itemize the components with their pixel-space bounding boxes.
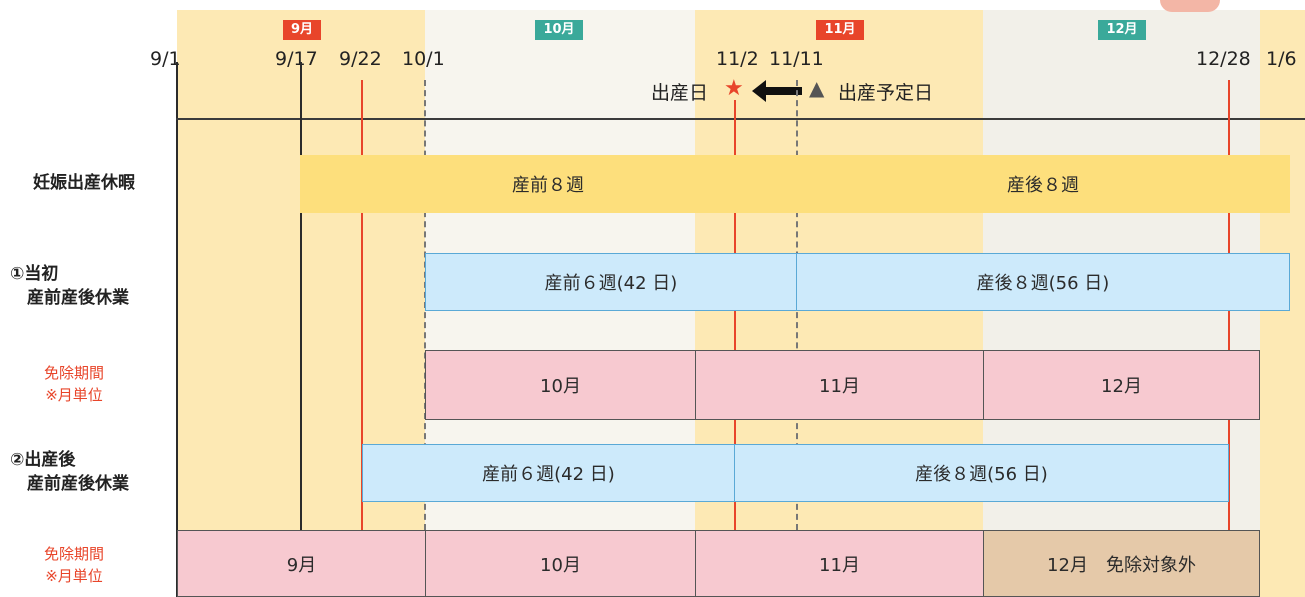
date-label: 10/1 (402, 48, 445, 70)
month-badge-december: 12月 (1098, 20, 1146, 40)
row-label-line: ※月単位 (45, 567, 103, 585)
maternity-pre-bar: 産前８週 (300, 155, 796, 213)
row-label-postbirth-leave: ②出産後 産前産後休業 (10, 448, 129, 496)
date-label: 11/11 (769, 48, 824, 70)
line-11-2 (734, 100, 736, 530)
exemption-2-month: 11月 (695, 530, 984, 597)
exemption-1-month: 11月 (695, 350, 984, 420)
initial-pre-bar: 産前６週(42 日) (425, 253, 797, 311)
row-label-maternity-leave: 妊娠出産休暇 (33, 173, 135, 193)
month-badge-september: 9月 (283, 20, 321, 40)
initial-post-bar: 産後８週(56 日) (796, 253, 1290, 311)
date-label: 11/2 (716, 48, 759, 70)
row-label-line: ①当初 (10, 264, 59, 284)
row-label-exemption-2: 免除期間 ※月単位 (44, 543, 104, 587)
postbirth-post-bar: 産後８週(56 日) (734, 444, 1229, 502)
triangle-icon: ▲ (809, 76, 825, 100)
month-badge-october: 10月 (535, 20, 583, 40)
row-label-line: 免除期間 (44, 364, 105, 382)
line-9-17 (300, 62, 302, 532)
header-rule (176, 118, 1305, 120)
exemption-1-month: 12月 (983, 350, 1260, 420)
date-label: 9/22 (339, 48, 382, 70)
due-date-label: 出産予定日 (838, 82, 934, 104)
date-label: 12/28 (1196, 48, 1251, 70)
maternity-post-bar: 産後８週 (796, 155, 1290, 213)
row-label-line: 産前産後休業 (10, 474, 129, 494)
exemption-2-excluded: 12月 免除対象外 (983, 530, 1260, 597)
exemption-1-month: 10月 (425, 350, 696, 420)
postbirth-pre-bar: 産前６週(42 日) (362, 444, 735, 502)
date-label: 1/6 (1266, 48, 1297, 70)
row-label-line: 免除期間 (44, 545, 105, 563)
date-label: 9/17 (275, 48, 318, 70)
row-label-exemption-1: 免除期間 ※月単位 (44, 362, 104, 406)
axis-line-9-1 (176, 62, 178, 597)
month-badge-november: 11月 (816, 20, 864, 40)
star-icon: ★ (724, 76, 744, 101)
date-label: 9/1 (150, 48, 181, 70)
exemption-2-month: 9月 (177, 530, 426, 597)
exemption-2-month: 10月 (425, 530, 696, 597)
corner-illustration (1160, 0, 1220, 12)
row-label-line: ②出産後 (10, 450, 76, 470)
row-label-initial-leave: ①当初 産前産後休業 (10, 262, 129, 310)
row-label-line: ※月単位 (45, 386, 103, 404)
birth-date-label: 出産日 (651, 82, 709, 104)
arrow-left-icon (752, 80, 802, 102)
row-label-line: 産前産後休業 (10, 288, 129, 308)
line-9-22 (361, 80, 363, 530)
